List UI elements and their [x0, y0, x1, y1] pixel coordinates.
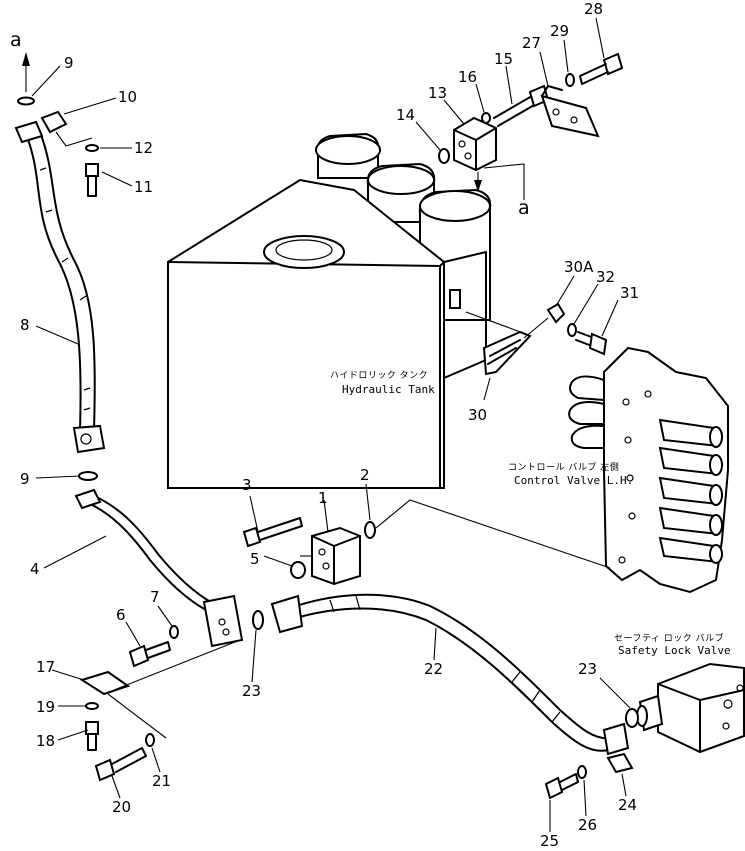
lock-caption-en: Safety Lock Valve [618, 644, 731, 657]
valve-caption-jp: コントロール バルブ 左側 [508, 461, 619, 473]
bolt-28 [579, 52, 624, 85]
washer-12 [85, 144, 99, 152]
washer-21 [145, 733, 155, 747]
callout-3: 3 [242, 476, 252, 494]
callout-9-top: 9 [64, 54, 74, 72]
tank-caption-en: Hydraulic Tank [342, 383, 435, 396]
callout-10: 10 [118, 88, 137, 106]
o-ring-5 [290, 561, 306, 579]
callout-11: 11 [134, 178, 153, 196]
callout-16: 16 [458, 68, 477, 86]
washer-29 [565, 73, 575, 87]
clamp-24 [606, 752, 634, 774]
callout-22: 22 [424, 660, 443, 678]
callout-4: 4 [30, 560, 40, 578]
callout-24: 24 [618, 796, 637, 814]
ref-a-top: a [10, 29, 22, 51]
o-ring-14 [438, 148, 450, 164]
bolt-20 [94, 747, 147, 782]
callout-leaders [31, 17, 631, 832]
callout-8: 8 [20, 316, 30, 334]
callout-6: 6 [116, 606, 126, 624]
callout-13: 13 [428, 84, 447, 102]
callout-26: 26 [578, 816, 597, 834]
callout-23-right: 23 [578, 660, 597, 678]
valve-caption-en: Control Valve L.H. [514, 474, 633, 487]
callout-15: 15 [494, 50, 513, 68]
callout-2: 2 [360, 466, 370, 484]
washer-16 [481, 112, 491, 124]
callout-14: 14 [396, 106, 415, 124]
washer-26 [577, 765, 587, 779]
washer-7 [169, 625, 179, 639]
callout-21: 21 [152, 772, 171, 790]
bolt-15 [493, 84, 550, 127]
callout-32: 32 [596, 268, 615, 286]
clip-30a [546, 302, 566, 324]
callout-23-left: 23 [242, 682, 261, 700]
callout-31: 31 [620, 284, 639, 302]
callout-1: 1 [318, 489, 328, 507]
callout-12: 12 [134, 139, 153, 157]
callout-18: 18 [36, 732, 55, 750]
bolt-3 [242, 517, 303, 548]
hose-8 [14, 120, 106, 454]
washer-19 [85, 702, 99, 710]
callout-17: 17 [36, 658, 55, 676]
callout-28: 28 [584, 0, 603, 18]
bolt-6 [128, 641, 171, 668]
flange-13 [453, 116, 497, 172]
block-1 [311, 526, 361, 586]
callout-5: 5 [250, 550, 260, 568]
callout-20: 20 [112, 798, 131, 816]
o-ring-23-left [252, 610, 264, 630]
ref-a-right: a [518, 197, 530, 219]
control-valve [568, 346, 729, 594]
bolt-11 [85, 163, 99, 197]
callout-25: 25 [540, 832, 559, 850]
tank-caption-jp: ハイドロリック タンク [330, 370, 428, 381]
o-ring-2 [364, 521, 376, 539]
assembly-lines [55, 131, 611, 739]
bracket-27 [540, 85, 600, 138]
callout-27: 27 [522, 34, 541, 52]
safety-lock-valve [636, 662, 745, 754]
lock-caption-jp: セーフティ ロック バルブ [614, 632, 724, 644]
o-ring-9-mid [78, 471, 98, 481]
sight-gauge-30 [482, 330, 532, 376]
callout-29: 29 [550, 22, 569, 40]
callout-19: 19 [36, 698, 55, 716]
bolt-25 [544, 773, 579, 800]
callout-numbers: 1 2 3 4 5 6 7 8 9 9 10 11 12 13 14 15 16… [20, 0, 639, 850]
o-ring-9-top [17, 96, 35, 106]
o-ring-23-right [625, 708, 639, 728]
washer-32 [567, 323, 577, 337]
callout-30a: 30A [564, 258, 594, 276]
hydraulic-tank [167, 132, 492, 489]
elbow-10 [40, 110, 68, 134]
bracket-17 [79, 670, 131, 696]
callout-9-mid: 9 [20, 470, 30, 488]
bolt-18 [85, 721, 99, 751]
callout-7: 7 [150, 588, 160, 606]
tube-4 [74, 488, 244, 648]
hose-22 [270, 593, 630, 756]
callout-30: 30 [468, 406, 487, 424]
bolt-31 [575, 331, 608, 356]
